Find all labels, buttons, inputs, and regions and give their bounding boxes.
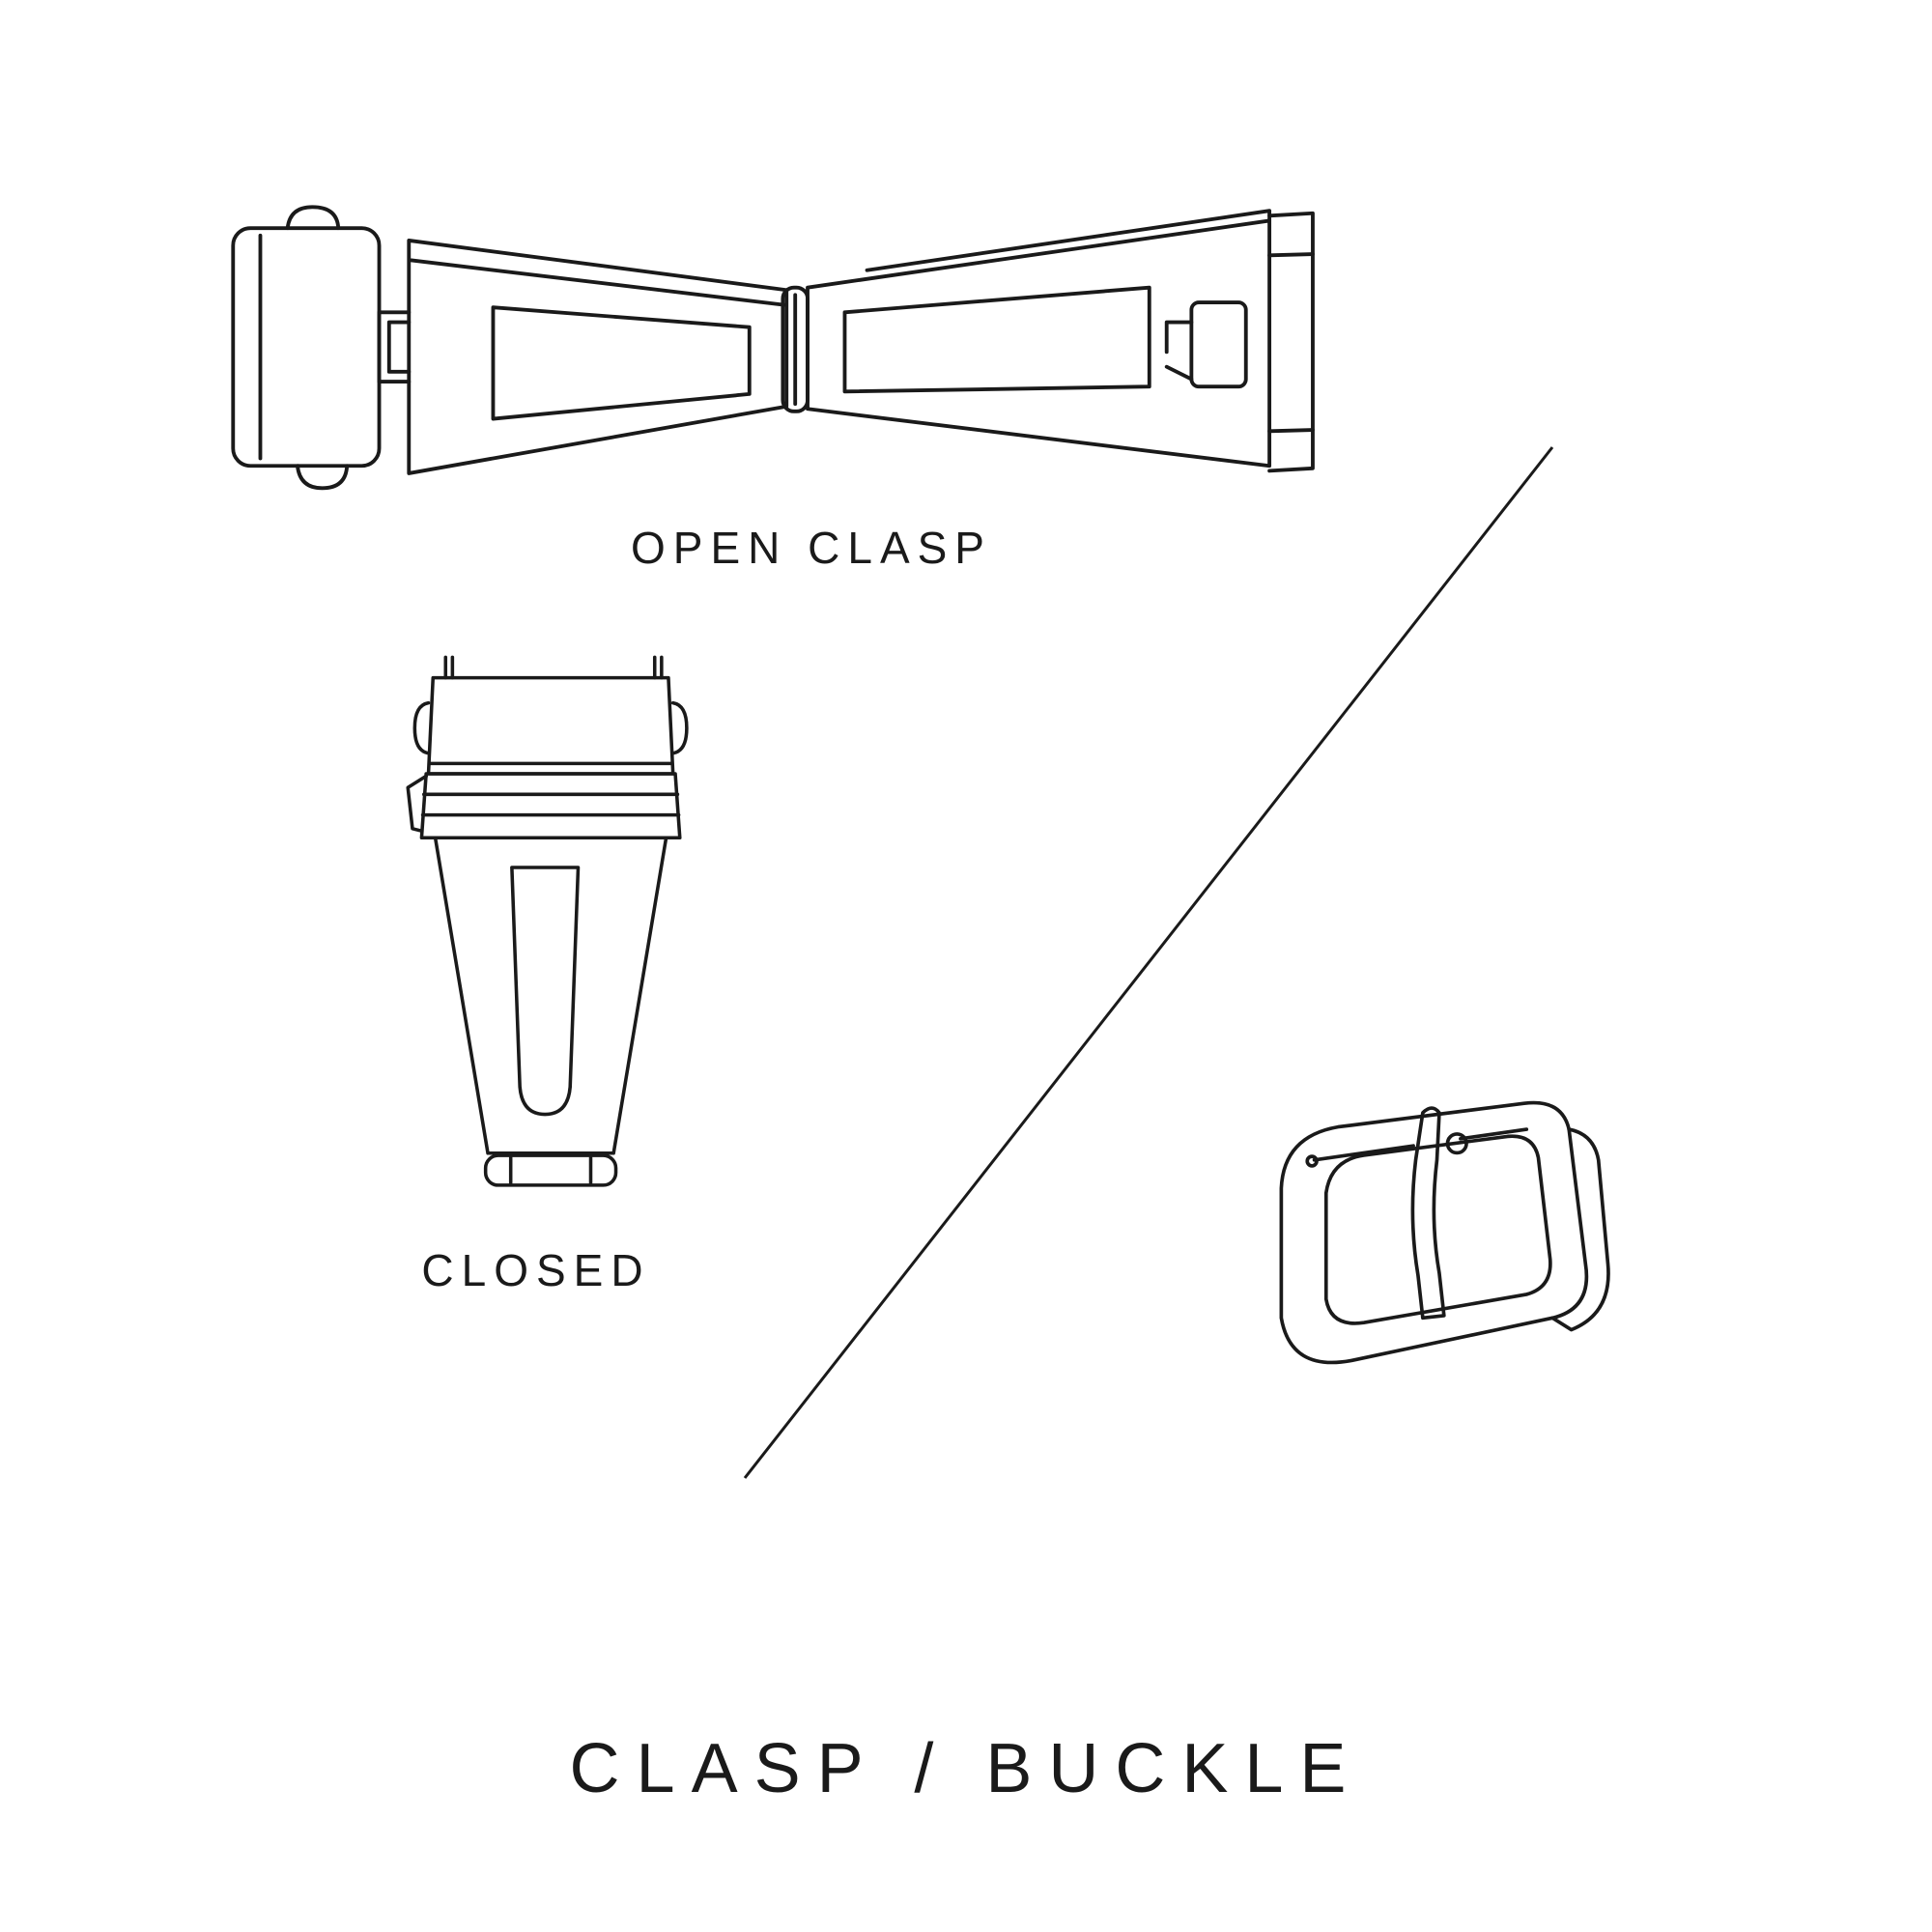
closed-clasp-label: CLOSED xyxy=(421,1245,651,1295)
open-clasp-illustration xyxy=(231,205,1315,491)
open-clasp-label: OPEN CLASP xyxy=(631,523,992,573)
tang-buckle-illustration xyxy=(1279,1100,1610,1365)
closed-clasp-illustration xyxy=(406,655,689,1187)
diagram-title: CLASP / BUCKLE xyxy=(569,1730,1363,1807)
